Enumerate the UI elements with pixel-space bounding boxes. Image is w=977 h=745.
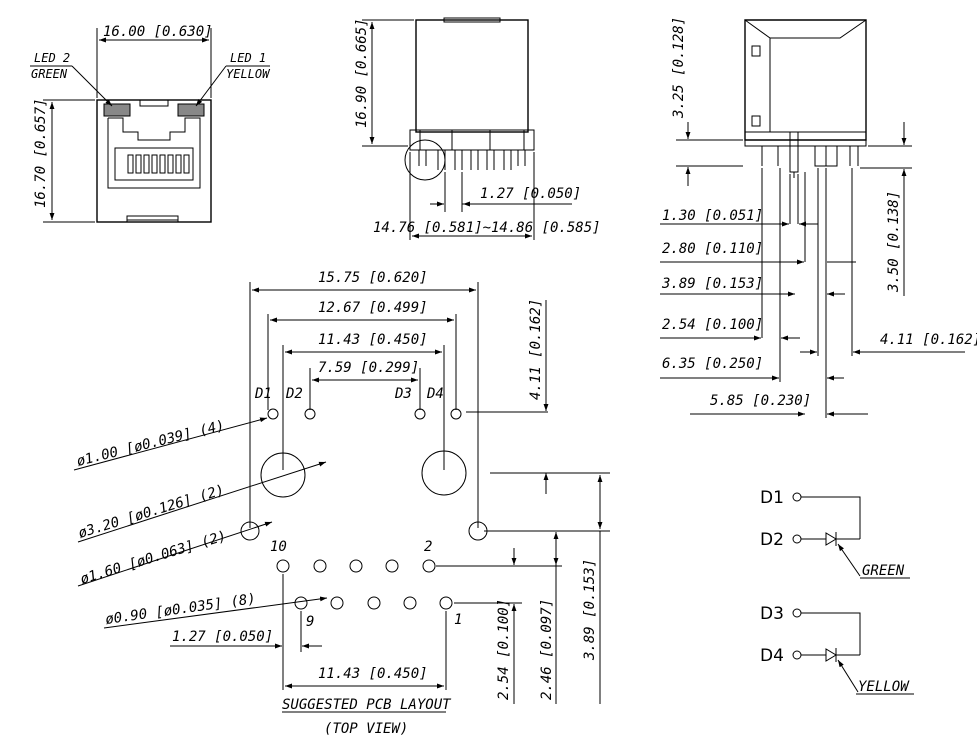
- mount-hole-left: [260, 452, 306, 498]
- front-width-dim: 16.00 [0.630]: [103, 24, 213, 40]
- pcb-dim-w3: 11.43 [0.450]: [318, 332, 428, 348]
- label-pin1: 1: [454, 612, 462, 628]
- pcb-layout: 15.75 [0.620] 12.67 [0.499] 11.43 [0.450…: [73, 270, 610, 737]
- label-d1: D1: [254, 386, 272, 402]
- hole-d3: [414, 408, 426, 420]
- led1-label: LED 1: [230, 51, 266, 65]
- yellow-led-diode: [825, 648, 837, 662]
- pcb-dim-w2: 12.67 [0.499]: [318, 300, 428, 316]
- pin-row-top: [276, 559, 436, 573]
- pin-9: [294, 596, 308, 610]
- label-pin10: 10: [270, 539, 287, 555]
- label-d2: D2: [285, 386, 303, 402]
- side-pins: [418, 150, 526, 170]
- led2-label: LED 2: [34, 51, 70, 65]
- right-dim-9: 5.85 [0.230]: [710, 393, 811, 409]
- side-height-dim: 16.90 [0.665]: [354, 18, 370, 128]
- schem-d3: D3: [760, 604, 784, 624]
- pcb-subcaption: (TOP VIEW): [324, 721, 408, 737]
- hole-d4: [450, 408, 462, 420]
- pin-10: [276, 559, 290, 573]
- right-dim-1: 3.25 [0.128]: [671, 17, 687, 119]
- schem-green: GREEN: [862, 563, 905, 579]
- hole-d1: [267, 408, 279, 420]
- pcb-dim-h2: ø3.20 [ø0.126] (2): [76, 482, 226, 542]
- front-height-dim: 16.70 [0.657]: [33, 98, 49, 208]
- hole-d2: [304, 408, 316, 420]
- right-dim-5: 3.89 [0.153]: [661, 276, 763, 292]
- pcb-dim-h3: ø1.60 [ø0.063] (2): [78, 528, 228, 588]
- pcb-dim-v4: 3.89 [0.153]: [582, 559, 598, 661]
- label-pin9: 9: [306, 614, 314, 630]
- side-body: [415, 19, 529, 133]
- mount-hole-right: [421, 450, 467, 496]
- right-dim-3: 2.80 [0.110]: [662, 241, 763, 257]
- jack-opening: [107, 117, 201, 189]
- pcb-dim-v3: 2.46 [0.097]: [539, 599, 555, 700]
- side-width-dim: 14.76 [0.581]~14.86 [0.585]: [373, 220, 601, 236]
- label-d3: D3: [394, 386, 412, 402]
- schem-d1: D1: [760, 488, 784, 508]
- label-d4: D4: [426, 386, 444, 402]
- pcb-dim-p1: 1.27 [0.050]: [172, 629, 273, 645]
- pin-row-bottom: [294, 596, 453, 610]
- pin-2: [422, 559, 436, 573]
- right-dim-6: 2.54 [0.100]: [662, 317, 763, 333]
- front-view: 16.00 [0.630] 16.70 [0.657] LED 2 GREEN …: [30, 24, 271, 223]
- pcb-dim-w4: 7.59 [0.299]: [318, 360, 419, 376]
- right-dim-2: 1.30 [0.051]: [662, 208, 763, 224]
- front-contacts: [127, 154, 190, 174]
- schem-d2: D2: [760, 530, 784, 550]
- green-led-diode: [825, 532, 837, 546]
- pin-1: [439, 596, 453, 610]
- right-view: 3.25 [0.128] 3.50 [0.138] 1.30 [0.051] 2…: [660, 17, 977, 418]
- pcb-dim-h1: ø1.00 [ø0.039] (4): [75, 418, 226, 470]
- schem-yellow: YELLOW: [858, 679, 910, 695]
- led1-window: [177, 103, 205, 117]
- side-pitch-dim: 1.27 [0.050]: [480, 186, 581, 202]
- label-pin2: 2: [424, 539, 432, 555]
- pcb-dim-w1: 15.75 [0.620]: [318, 270, 428, 286]
- detail-circle: [404, 139, 446, 181]
- pcb-dim-v1: 4.11 [0.162]: [528, 299, 544, 400]
- led2-window: [103, 103, 131, 117]
- pcb-dim-h4: ø0.90 [ø0.035] (8): [104, 591, 256, 628]
- led-schematic: D1 D2 GREEN D3 D4 YELLOW: [760, 488, 914, 695]
- pcb-dim-v2: 2.54 [0.100]: [496, 599, 512, 700]
- right-dim-8: 6.35 [0.250]: [662, 356, 763, 372]
- right-dim-4: 3.50 [0.138]: [886, 191, 902, 293]
- schem-d4: D4: [760, 646, 784, 666]
- pcb-caption: SUGGESTED PCB LAYOUT: [282, 697, 452, 713]
- side-view: 16.90 [0.665] 1.27 [0.050] 14.76 [0.581]…: [354, 17, 601, 240]
- led2-color-label: GREEN: [31, 67, 68, 81]
- pcb-dim-w5: 11.43 [0.450]: [318, 666, 428, 682]
- led1-color-label: YELLOW: [226, 67, 271, 81]
- ground-hole-left: [240, 521, 260, 541]
- right-dim-7: 4.11 [0.162]: [880, 332, 977, 348]
